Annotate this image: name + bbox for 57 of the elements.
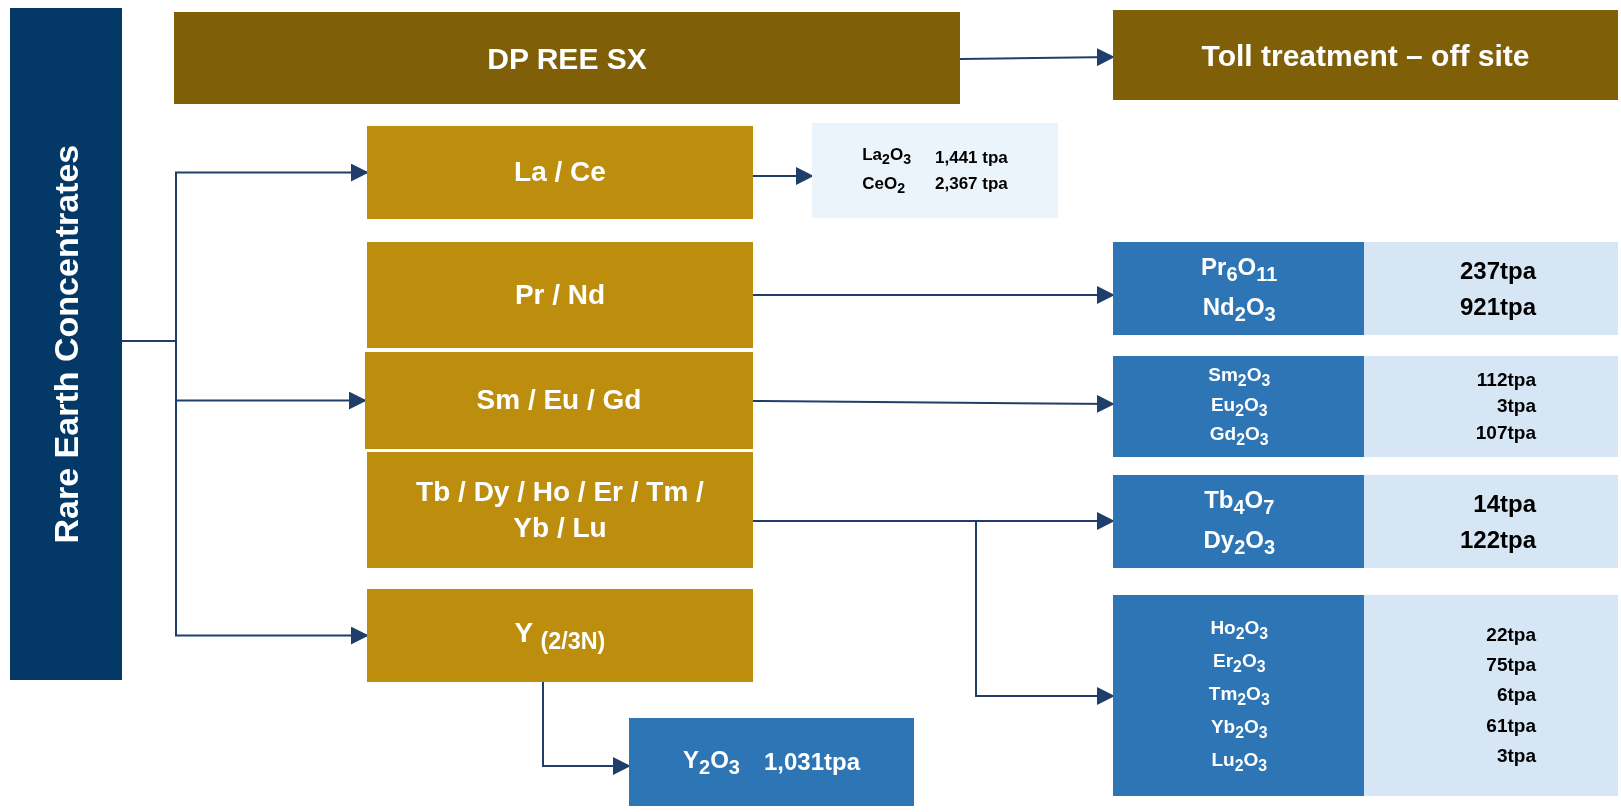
- source-box: [10, 8, 122, 680]
- process-banner: [174, 12, 960, 104]
- oxide-formula: Sm$_{2}$O$_{3}$: [1208, 362, 1271, 391]
- box-label: Sm / Eu / Gd: [476, 383, 642, 418]
- product-box: [1113, 595, 1618, 796]
- box-label: Pr / Nd: [514, 277, 606, 312]
- tonnage-label: 112tpa: [1476, 367, 1536, 392]
- product-box: [812, 123, 1058, 218]
- tonnage-label: 921tpa: [1459, 291, 1536, 322]
- oxide-formula: Nd$_{2}$O$_{3}$: [1202, 291, 1276, 327]
- tonnage-label: 237tpa: [1459, 255, 1536, 286]
- box-label: Tb / Dy / Ho / Er / Tm / Yb / Lu: [415, 474, 705, 545]
- product-box: [1113, 242, 1618, 335]
- oxide-formula: Y$_{2}$O$_{3}$: [683, 745, 740, 780]
- vertical-title: Rare Earth Concentrates: [45, 144, 86, 544]
- oxide-formula: Dy$_{2}$O$_{3}$: [1203, 524, 1276, 560]
- tonnage-label: 14tpa: [1473, 488, 1536, 519]
- tonnage-label: 3tpa: [1496, 744, 1536, 769]
- tonnage-label: 122tpa: [1459, 524, 1536, 555]
- box-label: Toll treatment – off site: [1201, 37, 1530, 74]
- arrow: [752, 286, 1115, 304]
- oxide-formula: Tm$_{2}$O$_{3}$: [1208, 681, 1270, 710]
- element-group-box: [365, 352, 753, 449]
- process-banner: [1113, 10, 1618, 100]
- element-group-box: [367, 589, 753, 682]
- oxide-formula: Yb$_{2}$O$_{3}$: [1210, 715, 1268, 743]
- element-group-box: [367, 242, 753, 348]
- product-box: [1113, 475, 1618, 568]
- box-label: Y $_{(2/3N)}$: [514, 616, 606, 656]
- tonnage-label: 6tpa: [1496, 683, 1536, 708]
- arrow: [959, 48, 1115, 67]
- tonnage-label: 1,031tpa: [763, 747, 860, 777]
- tonnage-label: 107tpa: [1475, 420, 1536, 445]
- oxide-formula: Pr$_{6}$O$_{11}$: [1201, 251, 1278, 287]
- product-box: [1113, 356, 1618, 457]
- box-label: La / Ce: [514, 155, 606, 190]
- product-box: [629, 718, 914, 806]
- tonnage-label: 1,441 tpa: [935, 147, 1008, 169]
- tonnage-label: 2,367 tpa: [935, 172, 1008, 195]
- oxide-formula: Ho$_{2}$O$_{3}$: [1210, 615, 1269, 644]
- oxide-formula: Tb$_{4}$O$_{7}$: [1204, 484, 1275, 520]
- arrow: [542, 681, 631, 775]
- oxide-formula: Er$_{2}$O$_{3}$: [1213, 648, 1266, 677]
- oxide-formula: CeO$_{2}$: [862, 172, 906, 198]
- arrow: [752, 394, 1115, 413]
- tonnage-label: 3tpa: [1496, 394, 1536, 419]
- tonnage-label: 61tpa: [1486, 713, 1536, 738]
- oxide-formula: Lu$_{2}$O$_{3}$: [1211, 748, 1268, 776]
- oxide-formula: Eu$_{2}$O$_{3}$: [1210, 392, 1268, 421]
- tonnage-label: 75tpa: [1486, 652, 1536, 677]
- element-group-box: [367, 452, 753, 568]
- oxide-formula: La$_{2}$O$_{3}$: [862, 143, 912, 170]
- box-label: DP REE SX: [487, 40, 647, 77]
- tonnage-label: 22tpa: [1486, 622, 1536, 647]
- arrow: [752, 167, 814, 185]
- element-group-box: [367, 126, 753, 219]
- oxide-formula: Gd$_{2}$O$_{3}$: [1209, 422, 1269, 451]
